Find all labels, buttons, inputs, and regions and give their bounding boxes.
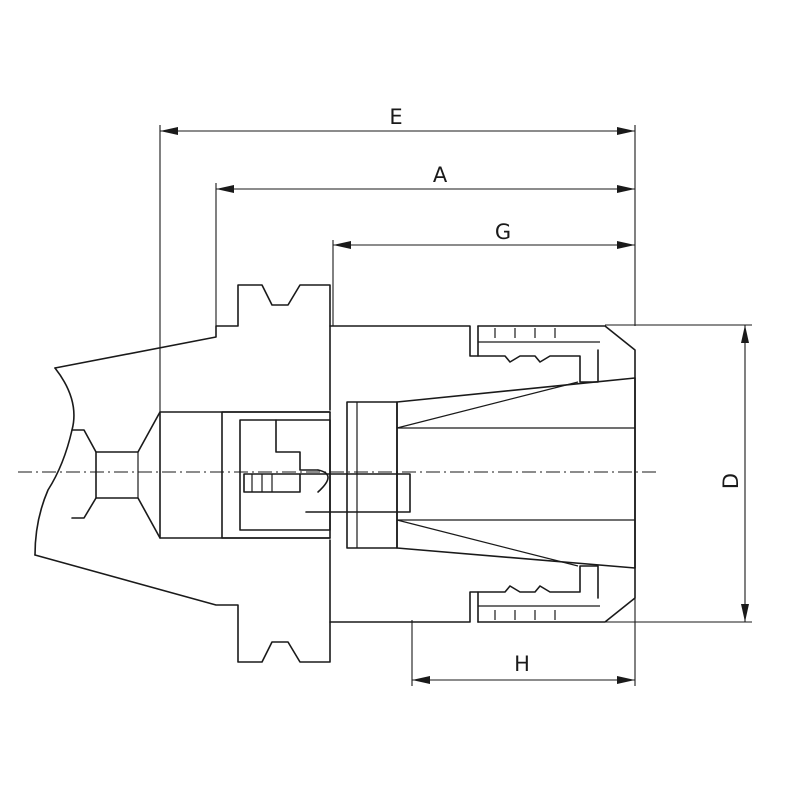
dimension-label-e: E	[389, 105, 402, 129]
tool-holder-body	[34, 284, 479, 663]
dimension-label-g: G	[495, 220, 511, 244]
clamping-nut	[477, 325, 636, 623]
dimension-label-d: D	[719, 473, 743, 489]
extension-lines	[159, 125, 752, 686]
dimension-d: D	[719, 325, 749, 622]
dimension-a: A	[216, 163, 635, 193]
dimension-label-a: A	[433, 163, 448, 187]
collet-nose	[346, 377, 636, 569]
dimension-e: E	[160, 105, 635, 135]
dimension-label-h: H	[514, 652, 530, 676]
dimension-g: G	[333, 220, 635, 249]
inner-bore	[221, 411, 411, 539]
dimension-h: H	[412, 652, 635, 684]
